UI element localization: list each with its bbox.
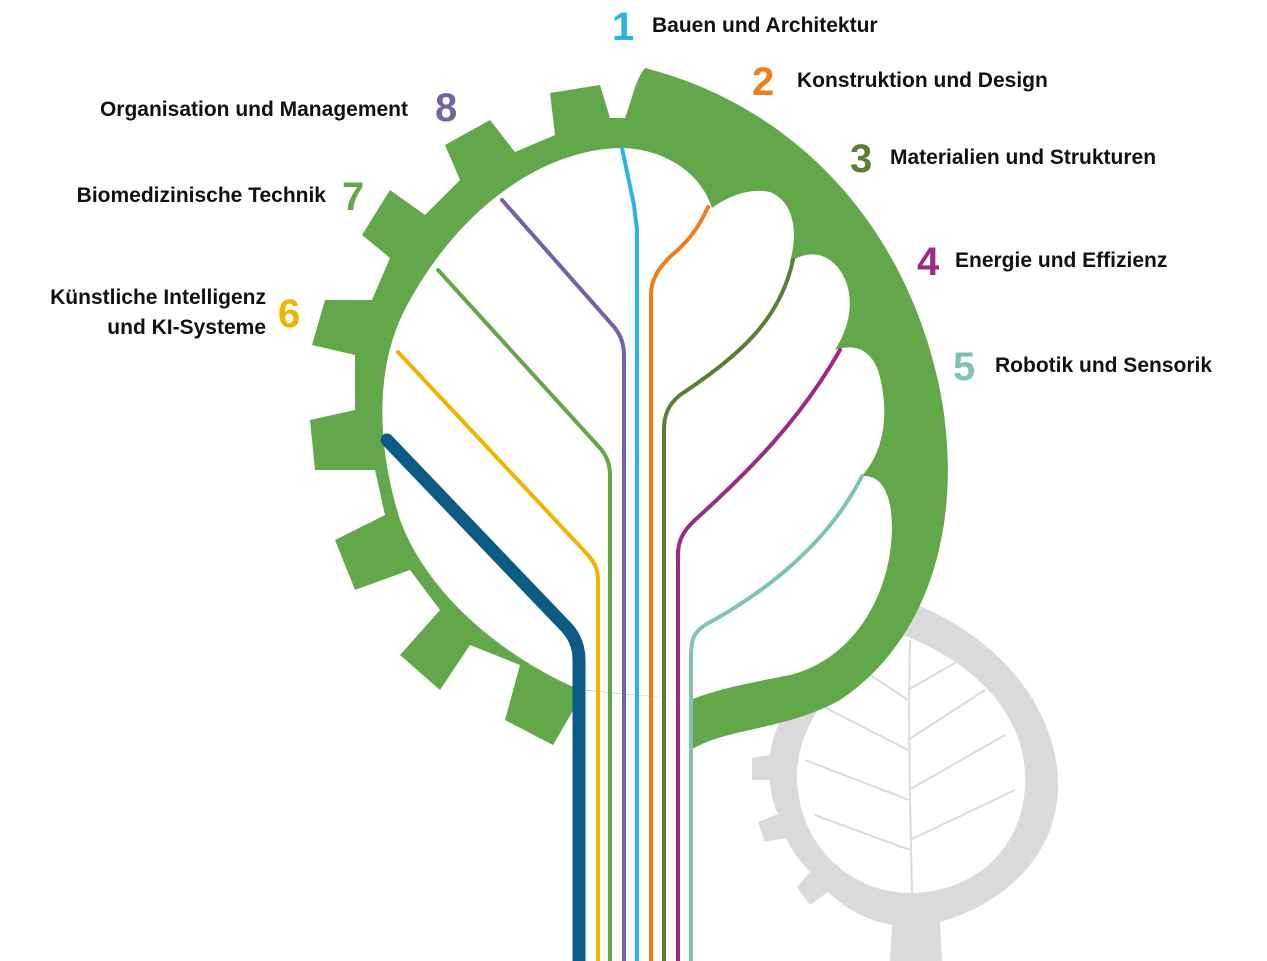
category-5-number: 5 [953, 345, 975, 389]
category-5: 5 Robotik und Sensorik [953, 345, 1212, 389]
stem-5-robotik-sensorik [689, 474, 864, 961]
background-gear-leaf-icon [752, 600, 1059, 961]
category-7: Biomedizinische Technik 7 [77, 175, 365, 219]
stem-9-main-trunk [380, 433, 586, 961]
stem-2-konstruktion-design [649, 205, 710, 961]
category-1-number: 1 [612, 5, 634, 49]
category-2-number: 2 [752, 60, 774, 104]
category-4-label: Energie und Effizienz [955, 249, 1167, 272]
stem-1-bauen-architektur [620, 146, 639, 961]
category-labels: 1 Bauen und Architektur 2 Konstruktion u… [50, 5, 1212, 389]
category-7-number: 7 [342, 175, 364, 219]
category-8: Organisation und Management 8 [100, 86, 457, 130]
category-3-number: 3 [850, 137, 872, 181]
category-3: 3 Materialien und Strukturen [850, 137, 1156, 181]
category-8-label: Organisation und Management [100, 98, 408, 121]
stem-4-energie-effizienz [676, 348, 842, 961]
background-leaf-veins [804, 639, 1016, 894]
category-4-number: 4 [917, 240, 940, 284]
category-1-label: Bauen und Architektur [652, 14, 878, 37]
category-6-label-line2: und KI-Systeme [107, 316, 266, 339]
stem-8-organisation-management [500, 198, 626, 961]
category-1: 1 Bauen und Architektur [612, 5, 878, 49]
category-3-label: Materialien und Strukturen [890, 146, 1156, 169]
colored-stems [380, 146, 864, 961]
category-6-label-line1: Künstliche Intelligenz [50, 286, 266, 309]
stem-3-materialien-strukturen [662, 258, 795, 961]
category-6-number: 6 [278, 292, 300, 336]
category-8-number: 8 [435, 86, 457, 130]
category-6: Künstliche Intelligenz und KI-Systeme 6 [50, 286, 300, 339]
category-2: 2 Konstruktion und Design [752, 60, 1048, 104]
category-2-label: Konstruktion und Design [797, 69, 1048, 92]
stem-7-biomedizinische-technik [436, 268, 612, 961]
category-4: 4 Energie und Effizienz [917, 240, 1167, 284]
category-5-label: Robotik und Sensorik [995, 354, 1212, 377]
category-7-label: Biomedizinische Technik [77, 184, 327, 207]
stem-6-kuenstliche-intelligenz [396, 350, 600, 961]
